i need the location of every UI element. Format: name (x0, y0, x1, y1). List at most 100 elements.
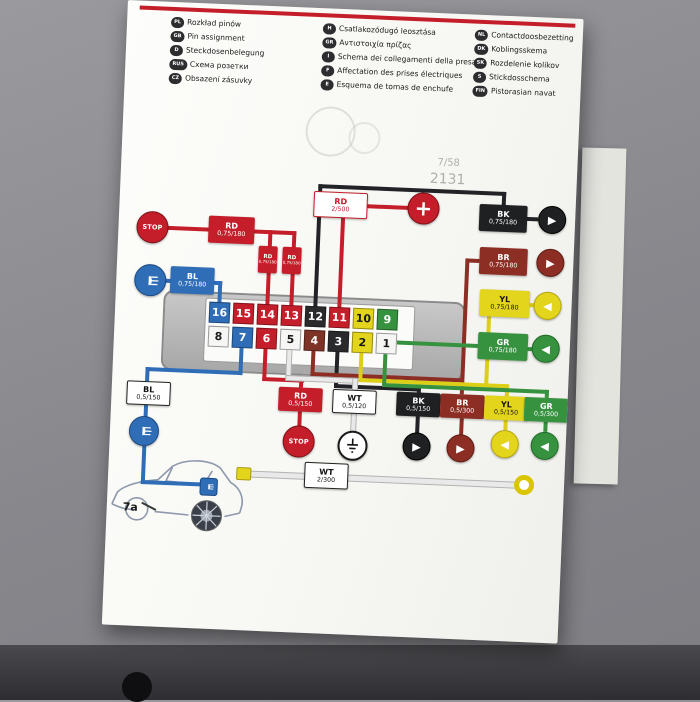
table-surface (0, 645, 700, 700)
wire-label-gr-top: GR 0,75/180 (477, 331, 529, 362)
rear-fog-light-icon (207, 484, 214, 490)
connector-pin: 10 (352, 307, 375, 330)
wire-code: YL (499, 295, 511, 305)
rear-fog-light-icon (148, 275, 159, 285)
car-outline-icon (111, 460, 243, 532)
ring-terminal (513, 474, 535, 496)
wire-code: BK (496, 209, 510, 220)
legend-label: Схема розетки (189, 59, 249, 72)
connector-pin-grid: 16 15 14 13 12 11 10 9 8 7 6 5 4 3 2 1 (207, 301, 399, 358)
rear-fog-light-icon (142, 426, 152, 436)
direction-arrow-circle-bk-top: ▶ (537, 205, 567, 235)
direction-arrow-circle-br-top: ▶ (535, 248, 565, 278)
country-code-badge: PL (170, 16, 185, 28)
stop-lamp-circle-bottom: STOP (282, 424, 316, 459)
arrow-left-icon: ◀ (543, 299, 553, 313)
arrow-left-icon: ◀ (500, 437, 510, 451)
legend-item-h: H Csatlakozódugó leosztása (322, 23, 437, 38)
wire-label-bl-top: BL 0,75/180 (169, 266, 215, 295)
wire-black (415, 416, 420, 434)
car-fog-light-marker (199, 477, 219, 497)
wire-code: YL (500, 399, 513, 410)
wire-size: 0,5/150 (288, 400, 313, 409)
legend-item-cz: CZ Obsazení zásuvky (168, 72, 253, 87)
direction-arrow-circle-gr-top: ◀ (531, 334, 561, 364)
country-code-badge: CZ (168, 72, 183, 84)
legend-item-dk: DK Koblingsskema (474, 43, 547, 58)
wire-size: 0,5/300 (449, 406, 475, 415)
connector-pin: 9 (376, 308, 399, 331)
legend-item-d: D Steckdosenbelegung (169, 44, 265, 59)
connector-pin: 15 (232, 302, 255, 325)
country-code-badge: RUS (169, 58, 188, 71)
arrow-right-icon: ▶ (456, 441, 466, 455)
wire-size: 0,75/180 (488, 218, 518, 227)
wire-label-br-bottom: BR 0,5/300 (439, 393, 485, 420)
wire-size: 0,5/150 (493, 408, 519, 417)
wire-label-rd-top: RD 0,75/180 (207, 215, 256, 245)
wire-label-rd-small-b: RD 0,75/180 (281, 246, 302, 275)
connector-pin: 2 (351, 331, 374, 354)
ghost-text: 2131 (429, 170, 466, 189)
legend-label: Csatlakozódugó leosztása (338, 23, 437, 37)
legend-label: Schema dei collegamenti della presa (337, 51, 477, 67)
wire-label-bk-bottom: BK 0,5/150 (395, 391, 441, 418)
ghost-circle (347, 121, 382, 155)
legend-label: Steckdosenbelegung (185, 45, 265, 58)
connector-pin: 3 (327, 330, 350, 353)
country-code-badge: F (321, 65, 335, 77)
wire-size: 0,75/180 (177, 280, 207, 289)
wire-size: 0,75/180 (488, 346, 517, 356)
legend-label: Αντιστοιχία πρίζας (339, 37, 412, 50)
legend-label: Affectation des prises électriques (337, 65, 463, 81)
wire-code: BR (497, 252, 510, 263)
connector-pin: 5 (279, 328, 302, 351)
wire-code: BL (142, 384, 155, 395)
underlying-sheet-edge (573, 147, 627, 485)
country-code-badge: E (320, 79, 334, 91)
country-code-badge: D (169, 44, 184, 56)
country-code-badge: SK (473, 57, 488, 69)
legend-label: Contactdoosbezetting (491, 30, 574, 43)
callout-7a: 7a (122, 500, 139, 514)
plus-sign: + (414, 196, 433, 221)
wire-brown (467, 258, 480, 263)
arrow-right-icon: ▶ (412, 439, 422, 454)
wire-yellow (503, 420, 508, 431)
earth-ground-icon (347, 438, 358, 453)
wire-size: 0,5/150 (405, 404, 431, 413)
connector-pin: 16 (208, 301, 231, 324)
country-code-badge: I (321, 51, 336, 63)
arrow-left-icon: ◀ (541, 342, 551, 356)
wire-code: RD (293, 391, 308, 401)
wire-label-wt-bottom: WT 0,5/120 (331, 388, 377, 415)
connector-pin: 12 (304, 305, 327, 328)
wire-label-yl-top: YL 0,75/180 (479, 289, 531, 319)
wire-size: 0,75/180 (258, 259, 277, 265)
wire-size: 0,75/180 (282, 260, 301, 266)
legend-item-nl: NL Contactdoosbezetting (474, 29, 574, 45)
legend-item-gr: GR Αντιστοιχία πρίζας (322, 37, 412, 51)
legend-item-e: E Esquema de tomas de enchufe (320, 79, 453, 95)
legend-item-s: S Stickdosschema (472, 71, 550, 86)
wire-size: 2/500 (331, 205, 350, 214)
wire-code: RD (334, 196, 348, 207)
country-code-badge: GR (322, 37, 337, 49)
wire-code: RD (225, 221, 239, 232)
wire-size: 0,5/150 (136, 393, 161, 402)
wire-label-gr-bottom: GR 0,5/300 (523, 396, 569, 423)
legend-label: Rozdelenie kolíkov (489, 58, 560, 71)
connector-pin: 13 (280, 304, 303, 327)
wire-size: 0,75/180 (490, 303, 519, 313)
legend-label: Rozkład pinów (186, 17, 242, 29)
ground-cable-white (246, 471, 521, 488)
stop-lamp-circle: STOP (135, 210, 170, 244)
wire-green (544, 389, 550, 398)
legend-label: Obsazení zásuvky (184, 73, 253, 86)
country-code-badge: H (322, 23, 337, 35)
direction-arrow-circle-bk-bottom: ▶ (401, 431, 432, 462)
arrow-right-icon: ▶ (545, 256, 555, 270)
wire-size: 2/300 (316, 476, 336, 485)
wire-code: BL (186, 271, 199, 282)
